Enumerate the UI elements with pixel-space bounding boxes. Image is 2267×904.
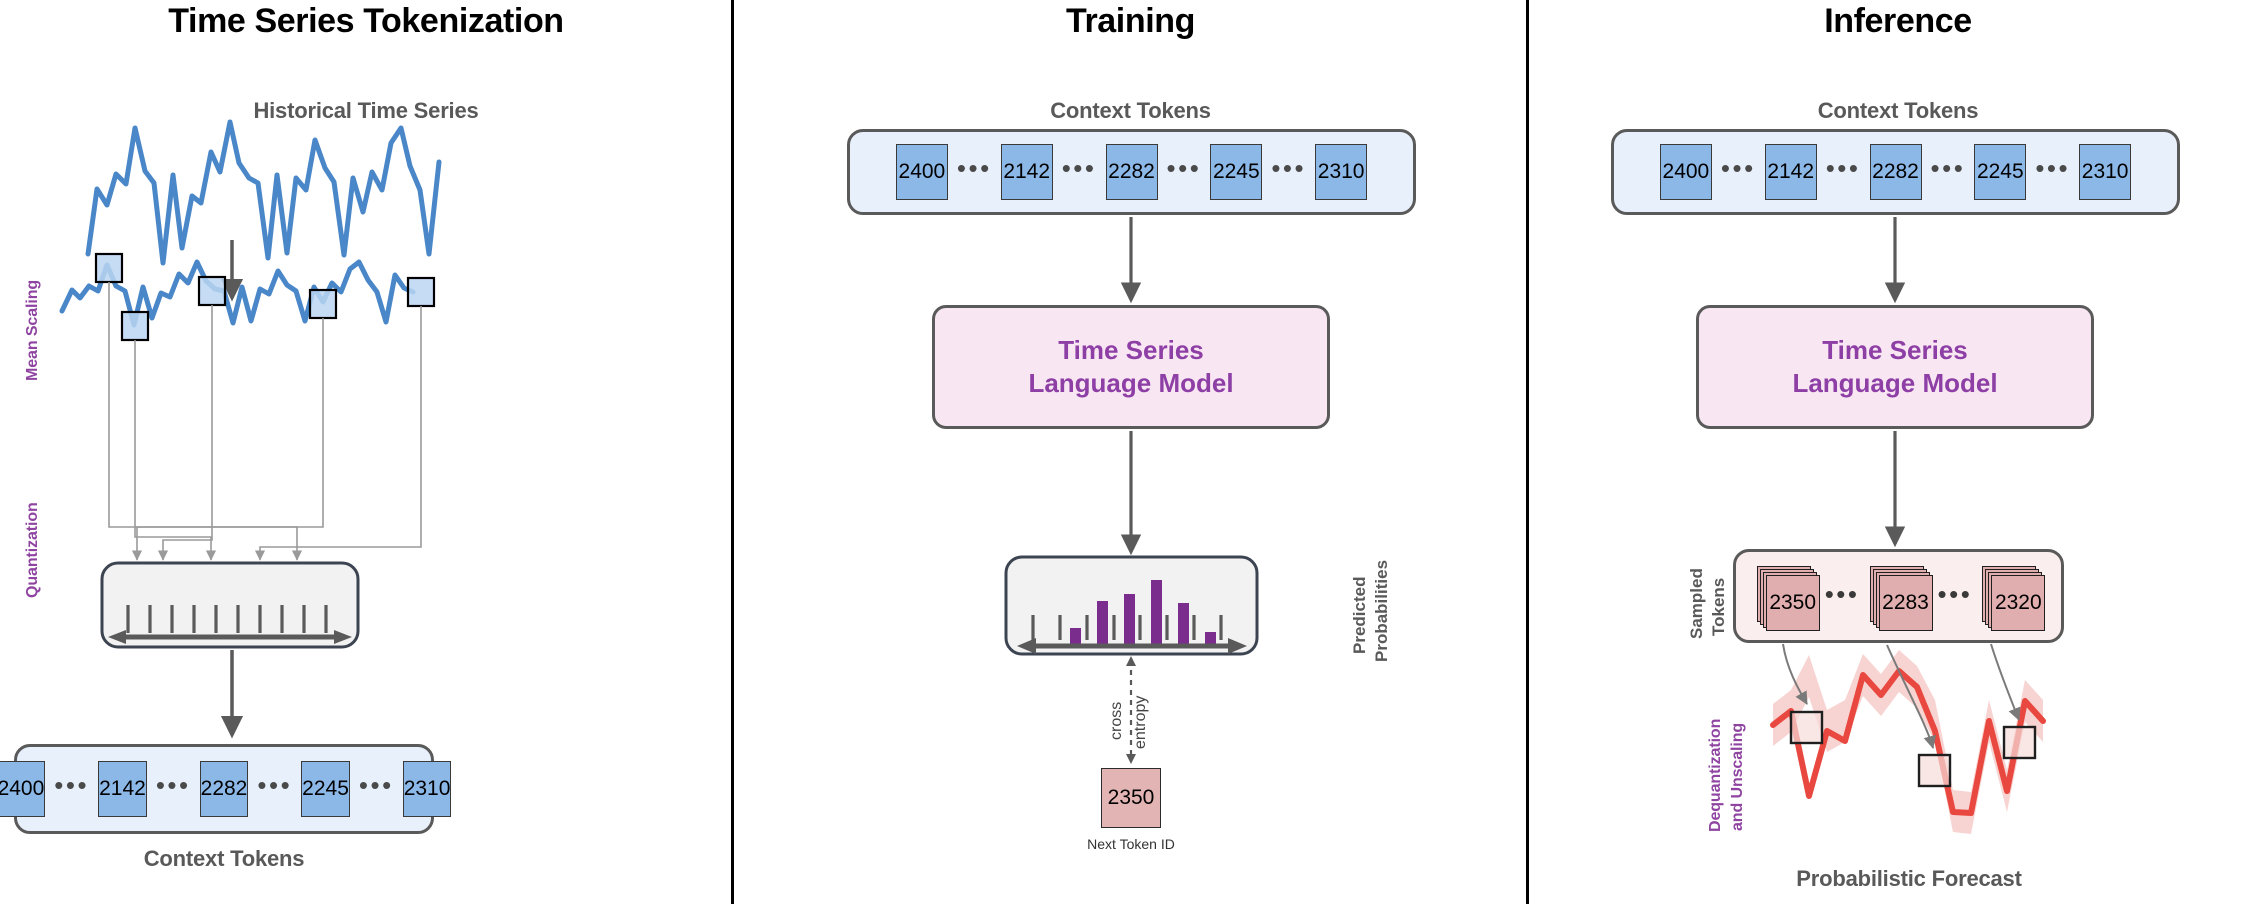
- inference-graphics: [1770, 217, 2046, 834]
- context-token[interactable]: 2282: [1869, 144, 1922, 200]
- probability-bars: [1070, 580, 1216, 645]
- dequantized-point-markers: [1789, 710, 2037, 788]
- dequantization-connectors: [1782, 643, 2021, 749]
- token-ellipsis: •••: [1271, 153, 1307, 183]
- tokenization-graphics: [59, 119, 442, 739]
- context-tokens-label-inference: Context Tokens: [1817, 98, 1979, 123]
- token-ellipsis: •••: [1825, 153, 1861, 183]
- historical-series-plot: [85, 119, 442, 266]
- context-token[interactable]: 2245: [1974, 144, 2027, 200]
- probabilistic-forecast-line: [1770, 668, 2046, 816]
- sampled-token-ellipsis: •••: [1937, 579, 1973, 609]
- model-title-line1: Time Series: [1822, 334, 1968, 365]
- model-title-line2: Language Model: [1028, 368, 1234, 398]
- panel-divider-left: [731, 0, 734, 904]
- token-ellipsis: •••: [54, 770, 90, 800]
- quantization-bins-box: [100, 561, 360, 649]
- historical-series-label: Historical Time Series: [253, 98, 479, 123]
- mean-scaled-series-plot: [59, 259, 416, 328]
- training-graphics: [1004, 217, 1259, 764]
- next-token-id-caption: Next Token ID: [1087, 836, 1175, 852]
- sampled-tokens-container: 2350 ••• 2283 ••• 2320: [1733, 549, 2064, 643]
- model-title-line1: Time Series: [1058, 334, 1204, 365]
- context-token[interactable]: 2245: [1210, 144, 1263, 200]
- context-token[interactable]: 2310: [402, 761, 452, 817]
- token-ellipsis: •••: [358, 770, 394, 800]
- panel-tokenization: Time Series Tokenization Historical Time…: [0, 0, 732, 904]
- sampled-token-value: 2350: [1765, 575, 1820, 631]
- token-ellipsis: •••: [155, 770, 191, 800]
- context-tokens-container-left: 2400 ••• 2142 ••• 2282 ••• 2245 ••• 2310: [0, 744, 452, 834]
- panel-divider-right: [1526, 0, 1529, 904]
- page-title-inference: Inference: [1824, 2, 1972, 40]
- next-token-id-box[interactable]: 2350: [1101, 768, 1161, 828]
- context-token[interactable]: 2282: [199, 761, 249, 817]
- sampled-token-stack[interactable]: 2283: [1869, 566, 1933, 631]
- token-ellipsis: •••: [1166, 153, 1202, 183]
- context-token[interactable]: 2310: [2079, 144, 2132, 200]
- context-token[interactable]: 2400: [895, 144, 948, 200]
- context-tokens-container-inference: 2400 ••• 2142 ••• 2282 ••• 2245 ••• 2310: [1611, 129, 2180, 215]
- token-ellipsis: •••: [1930, 153, 1966, 183]
- probability-axis-ticks: [1031, 615, 1223, 640]
- context-tokens-label-left: Context Tokens: [143, 846, 305, 871]
- cross-entropy-label-line2: entropy: [1132, 695, 1149, 749]
- context-tokens-container-training: 2400 ••• 2142 ••• 2282 ••• 2245 ••• 2310: [847, 129, 1416, 215]
- context-tokens-label-training: Context Tokens: [1050, 98, 1211, 123]
- page-title-tokenization: Time Series Tokenization: [168, 2, 564, 40]
- cross-entropy-label-line1: cross: [1108, 701, 1125, 741]
- context-token[interactable]: 2310: [1315, 144, 1368, 200]
- context-token[interactable]: 2400: [0, 761, 46, 817]
- sampled-token-ellipsis: •••: [1824, 579, 1860, 609]
- sampled-token-value: 2320: [1991, 575, 2046, 631]
- quantization-ticks: [126, 605, 328, 633]
- sampled-token-stack[interactable]: 2350: [1756, 566, 1820, 631]
- time-series-language-model-inference: Time Series Language Model: [1696, 305, 2094, 429]
- context-token[interactable]: 2142: [98, 761, 147, 817]
- context-token[interactable]: 2142: [1000, 144, 1053, 200]
- panel-inference: Inference Context Tokens 2400 ••• 2142 •…: [1529, 0, 2267, 904]
- probabilistic-forecast-label: Probabilistic Forecast: [1796, 866, 2022, 891]
- time-series-language-model-training: Time Series Language Model: [932, 305, 1330, 429]
- token-ellipsis: •••: [956, 153, 992, 183]
- token-ellipsis: •••: [257, 770, 293, 800]
- model-title-line2: Language Model: [1792, 368, 1998, 398]
- page-title-training: Training: [1065, 2, 1196, 40]
- context-token[interactable]: 2400: [1659, 144, 1712, 200]
- context-token[interactable]: 2245: [301, 761, 350, 817]
- token-ellipsis: •••: [1061, 153, 1097, 183]
- token-ellipsis: •••: [2035, 153, 2071, 183]
- panel-training: Training Context Tokens 2400 ••• 2142 ••…: [734, 0, 1527, 904]
- context-token[interactable]: 2282: [1105, 144, 1158, 200]
- quantization-connectors: [108, 282, 422, 561]
- context-token[interactable]: 2142: [1764, 144, 1817, 200]
- sampled-token-value: 2283: [1878, 575, 1933, 631]
- token-ellipsis: •••: [1720, 153, 1756, 183]
- sampled-token-stack[interactable]: 2320: [1982, 566, 2046, 631]
